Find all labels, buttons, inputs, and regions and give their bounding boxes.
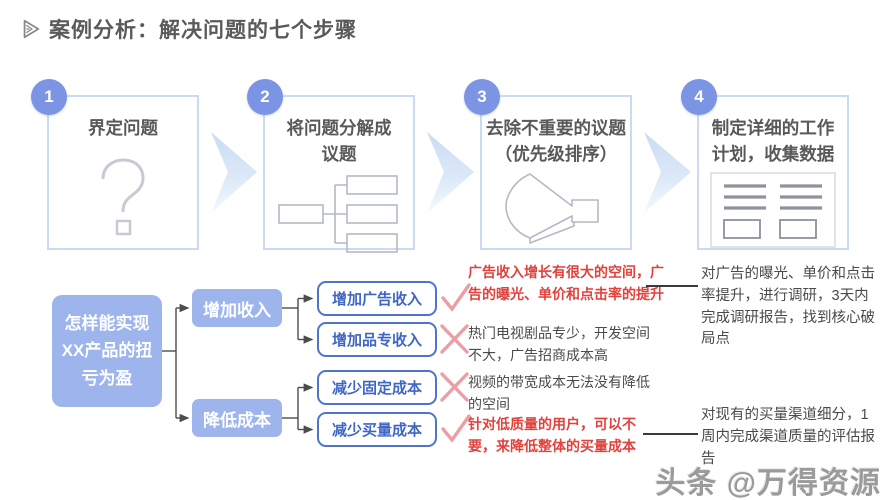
step-card-prioritize: 去除不重要的议题 （优先级排序） (480, 95, 632, 250)
step-number-4: 4 (681, 79, 717, 115)
question-mark-icon (101, 158, 145, 236)
step-label: 去除不重要的议题 （优先级排序） (486, 118, 626, 165)
note-fixed-cost-rejected: 视频的带宽成本无法没有降低的空间 (468, 374, 650, 412)
step-number-1: 1 (31, 79, 67, 115)
page-title-row: 案例分析：解决问题的七个步骤 (20, 14, 357, 44)
step-card-workplan: 制定详细的工作 计划，收集数据 (697, 95, 849, 250)
branch-reduce-cost: 降低成本 (192, 399, 282, 437)
action-channel-evaluation-plan: 对现有的买量渠道细分，1周内完成渠道质量的评估报告 (701, 407, 875, 467)
step-label: 制定详细的工作 计划，收集数据 (711, 118, 835, 165)
option-reduce-fixed-cost: 减少固定成本 (317, 370, 437, 405)
note-brand-revenue-rejected: 热门电视剧品专少，开发空间不大，广告招商成本高 (468, 325, 650, 363)
step-number-3: 3 (464, 79, 500, 115)
check-icon (441, 283, 471, 312)
worksheet-icon (710, 171, 836, 248)
issue-tree-icon (278, 174, 398, 253)
step-card-issue-tree: 将问题分解成 议题 (263, 95, 415, 253)
option-increase-ad-revenue: 增加广告收入 (317, 281, 437, 316)
step-card-define-problem: 界定问题 (47, 95, 199, 250)
note-ad-revenue-kept: 广告收入增长有很大的空间，广告的曝光、单价和点击率的提升 (468, 264, 664, 302)
check-icon (441, 414, 471, 443)
funnel-icon (505, 172, 599, 244)
note-traffic-cost-kept: 针对低质量的用户，可以不要，来降低整体的买量成本 (468, 416, 636, 454)
cross-icon (440, 324, 469, 354)
action-ad-research-plan: 对广告的曝光、单价和点击率提升，进行调研，3天内完成调研报告，找到核心破局点 (701, 266, 875, 348)
cross-icon (440, 372, 469, 402)
step-number-2: 2 (247, 79, 283, 115)
page-title: 案例分析：解决问题的七个步骤 (49, 19, 357, 42)
step-label: 界定问题 (88, 118, 158, 138)
step-label: 将问题分解成 议题 (286, 118, 392, 165)
branch-increase-revenue: 增加收入 (192, 289, 282, 327)
option-reduce-traffic-cost: 减少买量成本 (317, 412, 437, 447)
play-triangle-icon (23, 19, 40, 39)
flow-root-problem: 怎样能实现 XX产品的扭 亏为盈 (52, 295, 162, 407)
watermark-toutiao: 头条 @万得资源 (655, 467, 881, 500)
option-increase-brand-revenue: 增加品专收入 (317, 322, 437, 357)
